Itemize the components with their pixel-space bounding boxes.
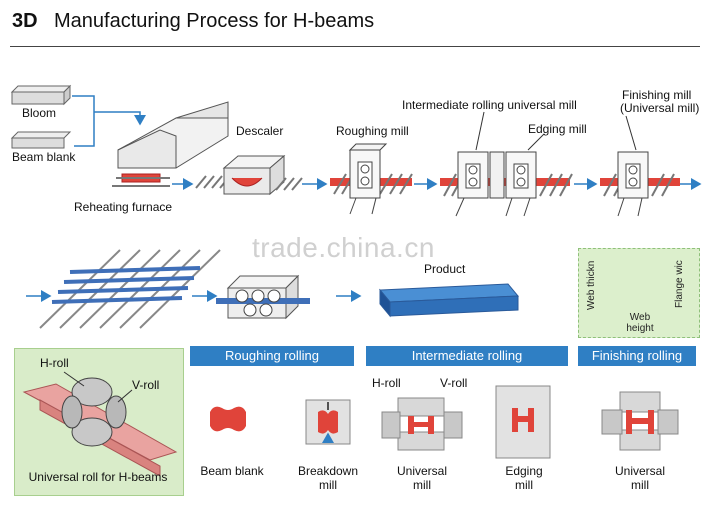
header-prefix: 3D: [12, 10, 38, 32]
finishing-mill: [600, 151, 680, 217]
finishing-universal-shape: [601, 391, 679, 451]
label-bloom: Bloom: [22, 106, 57, 120]
roughing-mill: [330, 143, 413, 215]
intermediate-mills: [440, 151, 573, 217]
label-product: Product: [424, 262, 466, 276]
label-finishing-mill: Finishing mill: [622, 88, 692, 102]
watermark: trade.china.cn: [252, 232, 435, 263]
reheating-furnace: [112, 101, 229, 187]
label-universal-mill-2: Universal mill: [614, 464, 665, 492]
product-beam: [378, 283, 520, 318]
roller-table-2: [275, 177, 303, 191]
label-web-height: Web height: [626, 312, 654, 334]
label-intermediate-mill: Intermediate rolling universal mill: [402, 98, 577, 112]
label-h-roll: H-roll: [40, 356, 69, 370]
straightener: [216, 274, 310, 320]
header-roughing-rolling: Roughing rolling: [190, 346, 354, 366]
beam-blank-block: [10, 131, 72, 149]
section-panel: [578, 248, 700, 338]
label-roughing-mill: Roughing mill: [336, 124, 409, 138]
breakdown-mill-shape: [305, 399, 351, 444]
page-title: Manufacturing Process for H-beams: [54, 10, 375, 32]
cooling-bed: [39, 249, 221, 329]
edging-mill-shape: [495, 385, 551, 459]
label-h-roll-2: H-roll: [372, 376, 401, 390]
header-divider: [10, 46, 700, 47]
label-reheating-furnace: Reheating furnace: [74, 200, 173, 214]
header-intermediate-rolling: Intermediate rolling: [366, 346, 568, 366]
label-v-roll: V-roll: [132, 378, 160, 392]
label-descaler: Descaler: [236, 124, 284, 138]
label-universal-mill: Universal mill: [396, 464, 447, 492]
beam-blank-shape: [210, 406, 246, 432]
descaler: [222, 154, 286, 196]
bloom-block: [10, 84, 72, 106]
label-universal-roll-caption: Universal roll for H-beams: [28, 470, 168, 484]
label-edging-mill-bottom: Edging mill: [505, 464, 543, 492]
label-edging-mill: Edging mill: [528, 122, 587, 136]
header-finishing-rolling: Finishing rolling: [578, 346, 696, 366]
label-beam-blank-bottom: Beam blank: [200, 464, 264, 478]
intermediate-universal-shape: [381, 397, 463, 451]
label-beam-blank: Beam blank: [12, 150, 76, 164]
label-v-roll-2: V-roll: [440, 376, 468, 390]
label-breakdown-mill: Breakdown mill: [297, 464, 359, 492]
label-finishing-mill-sub: (Universal mill): [620, 101, 700, 115]
